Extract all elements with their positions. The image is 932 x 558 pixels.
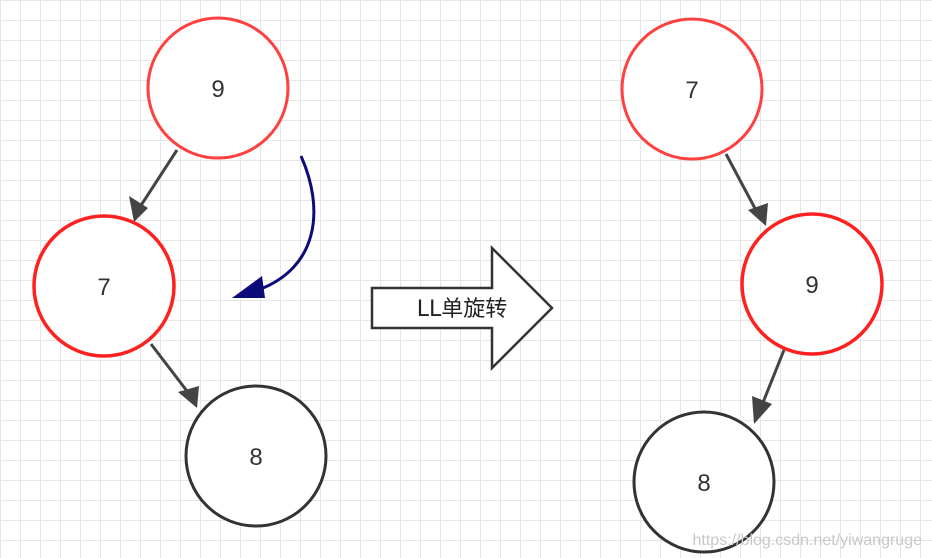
edge-9-to-8-arrowhead bbox=[752, 396, 772, 424]
right-node-8: 8 bbox=[632, 410, 776, 554]
rotation-arrowhead bbox=[232, 276, 265, 298]
left-node-7-label: 7 bbox=[97, 274, 110, 301]
left-node-9: 9 bbox=[146, 16, 290, 160]
edge-9-to-7-left bbox=[136, 149, 179, 211]
right-node-7: 7 bbox=[620, 17, 764, 161]
edge-9-to-7-arrowhead bbox=[129, 196, 148, 222]
ll-rotation-block-arrow: LL单旋转 bbox=[370, 244, 554, 372]
right-node-9: 9 bbox=[740, 212, 884, 356]
ll-rotation-label: LL单旋转 bbox=[417, 297, 508, 322]
right-node-9-label: 9 bbox=[805, 272, 818, 299]
rotation-curve-arrow bbox=[257, 155, 316, 292]
edge-7-to-8-left bbox=[149, 343, 192, 396]
edge-7-to-9-right bbox=[724, 153, 760, 215]
edge-9-to-8-right bbox=[758, 349, 786, 411]
watermark-text: https://blog.csdn.net/yiwangruge bbox=[692, 532, 922, 549]
left-node-8-label: 8 bbox=[249, 444, 262, 471]
edge-7-to-8-arrowhead bbox=[178, 386, 199, 408]
edge-7-to-9-arrowhead bbox=[748, 203, 768, 226]
left-node-9-label: 9 bbox=[211, 76, 224, 103]
left-node-8: 8 bbox=[184, 384, 328, 528]
right-node-7-label: 7 bbox=[685, 77, 698, 104]
right-node-8-label: 8 bbox=[697, 470, 710, 497]
left-node-7: 7 bbox=[32, 214, 176, 358]
